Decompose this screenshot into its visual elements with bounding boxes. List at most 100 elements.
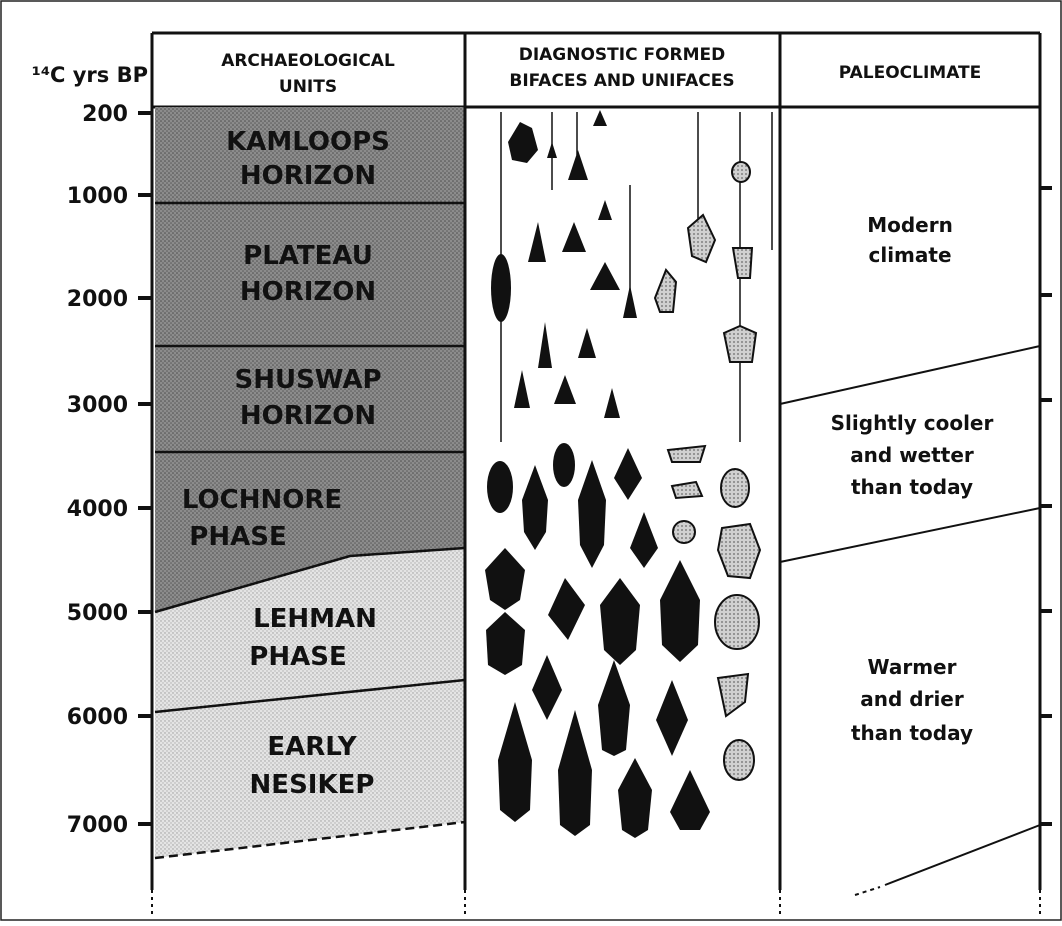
climate-boundary-2 [779,507,1041,563]
time-tick-4000: 4000 [67,497,128,522]
artifact-shuswap-point-1 [538,322,552,368]
unit-shuswap-band [155,346,465,452]
artifact-lochnore-uniface-5 [716,522,762,580]
artifact-plateau-uniface-3 [653,268,678,313]
climate-modern-line1: Modern [867,213,953,237]
artifact-kamloops-point-4 [568,150,588,180]
unit-kamloops-line2: HORIZON [240,161,376,191]
artifact-lochnore-uniface-3 [672,520,696,544]
artifact-nesikep-point-5 [618,758,652,838]
climate-cooler-line1: Slightly cooler [831,411,994,435]
artifact-shuswap-point-3 [514,370,530,408]
artifact-shuswap-uniface [722,324,758,363]
climate-boundary-3 [884,824,1041,886]
artifact-shuswap-point-5 [604,388,620,418]
artifact-lochnore-point-1 [487,461,513,513]
unit-early-nesikep-line1: EARLY [267,732,357,762]
artifact-column [485,110,773,838]
header-paleoclimate: PALEOCLIMATE [839,63,982,83]
unit-lehman-line1: LEHMAN [253,604,377,634]
climate-boundary-1 [779,345,1041,405]
time-tick-200: 200 [82,102,128,127]
artifact-kamloops-point-3 [593,110,607,126]
climate-cooler-line3: than today [851,475,973,499]
artifact-lehman-uniface-2 [716,672,750,718]
climate-warmer-line1: Warmer [868,655,957,679]
artifact-lehman-point-2 [548,578,585,640]
archaeological-units-column: KAMLOOPS HORIZON PLATEAU HORIZON SHUSWAP… [154,107,466,860]
unit-lochnore-band [155,452,465,612]
artifact-lochnore-uniface-1 [666,444,707,463]
artifact-lochnore-point-5 [614,448,642,500]
climate-warmer-line3: than today [851,721,973,745]
artifact-plateau-point-6 [623,285,637,318]
artifact-points-horizons [491,110,637,418]
artifact-plateau-uniface-1 [686,213,717,264]
unit-plateau-band [155,203,465,346]
artifact-lehman-point-1 [485,548,525,610]
unit-early-nesikep-band [155,680,465,858]
artifact-lehman-point-3 [600,578,640,665]
artifact-shuswap-point-2 [578,328,596,358]
climate-cooler-line2: and wetter [850,443,974,467]
unit-shuswap-line1: SHUSWAP [234,365,381,395]
artifact-nesikep-point-3 [498,702,532,822]
artifact-lehman-point-5 [486,612,525,675]
time-tick-3000: 3000 [67,393,128,418]
artifact-plateau-point-2 [528,222,546,262]
unit-lochnore-line1: LOCHNORE [182,485,342,515]
unit-plateau-line1: PLATEAU [243,241,373,271]
time-axis: 200 1000 2000 3000 4000 5000 6000 7000 [67,102,1052,838]
time-tick-1000: 1000 [67,184,128,209]
axis-label: ¹⁴C yrs BP [32,63,148,87]
artifact-unifaces-upper [653,161,758,363]
artifact-lochnore-point-3 [553,443,575,487]
artifact-lochnore-point-2 [522,465,548,550]
time-tick-7000: 7000 [67,813,128,838]
artifact-plateau-uniface-2 [731,247,754,279]
unit-lehman-line2: PHASE [249,642,346,672]
artifact-lehman-point-4 [660,560,700,662]
artifact-lehman-point-6 [532,655,562,720]
climate-modern-line2: climate [868,243,951,267]
header-archaeological-line1: ARCHAEOLOGICAL [221,51,395,71]
unit-lehman-band [155,548,465,712]
column-dividers [150,33,1042,890]
artifact-kamloops-point-1 [508,122,538,163]
artifact-nesikep-point-2 [656,680,688,756]
artifact-plateau-point-4 [491,254,511,322]
unit-early-nesikep-line2: NESIKEP [250,770,375,800]
artifact-nesikep-point-4 [558,710,592,836]
artifact-shuswap-point-4 [554,375,576,404]
time-tick-6000: 6000 [67,705,128,730]
header-diagnostic-line1: DIAGNOSTIC FORMED [519,45,726,65]
climate-warmer-line2: and drier [860,687,964,711]
artifact-lochnore-uniface-2 [670,480,704,500]
header-diagnostic-line2: BIFACES AND UNIFACES [509,71,734,91]
artifact-lochnore-uniface-4 [720,468,750,508]
artifact-nesikep-uniface [723,739,755,781]
artifact-kamloops-point-2 [547,142,557,158]
artifact-unifaces-lower [666,444,762,781]
unit-kamloops-line1: KAMLOOPS [226,127,390,157]
artifact-nesikep-point-1 [598,660,630,756]
artifact-points-phases [485,443,710,838]
unit-shuswap-line2: HORIZON [240,401,376,431]
artifact-lehman-uniface-1 [714,594,760,650]
artifact-plateau-point-3 [562,222,586,252]
unit-lochnore-line2: PHASE [189,522,286,552]
time-tick-2000: 2000 [67,287,128,312]
artifact-plateau-point-5 [590,262,620,290]
artifact-kamloops-uniface [731,161,751,183]
time-tick-5000: 5000 [67,601,128,626]
unit-plateau-line2: HORIZON [240,277,376,307]
unit-kamloops-band [155,107,465,203]
artifact-nesikep-point-6 [670,770,710,830]
paleoclimate-column: Modern climate Slightly cooler and wette… [779,213,1041,896]
column-continuations [151,890,1041,918]
header-archaeological-line2: UNITS [279,77,337,97]
artifact-lochnore-point-4 [578,460,606,568]
artifact-lochnore-point-6 [630,512,658,568]
